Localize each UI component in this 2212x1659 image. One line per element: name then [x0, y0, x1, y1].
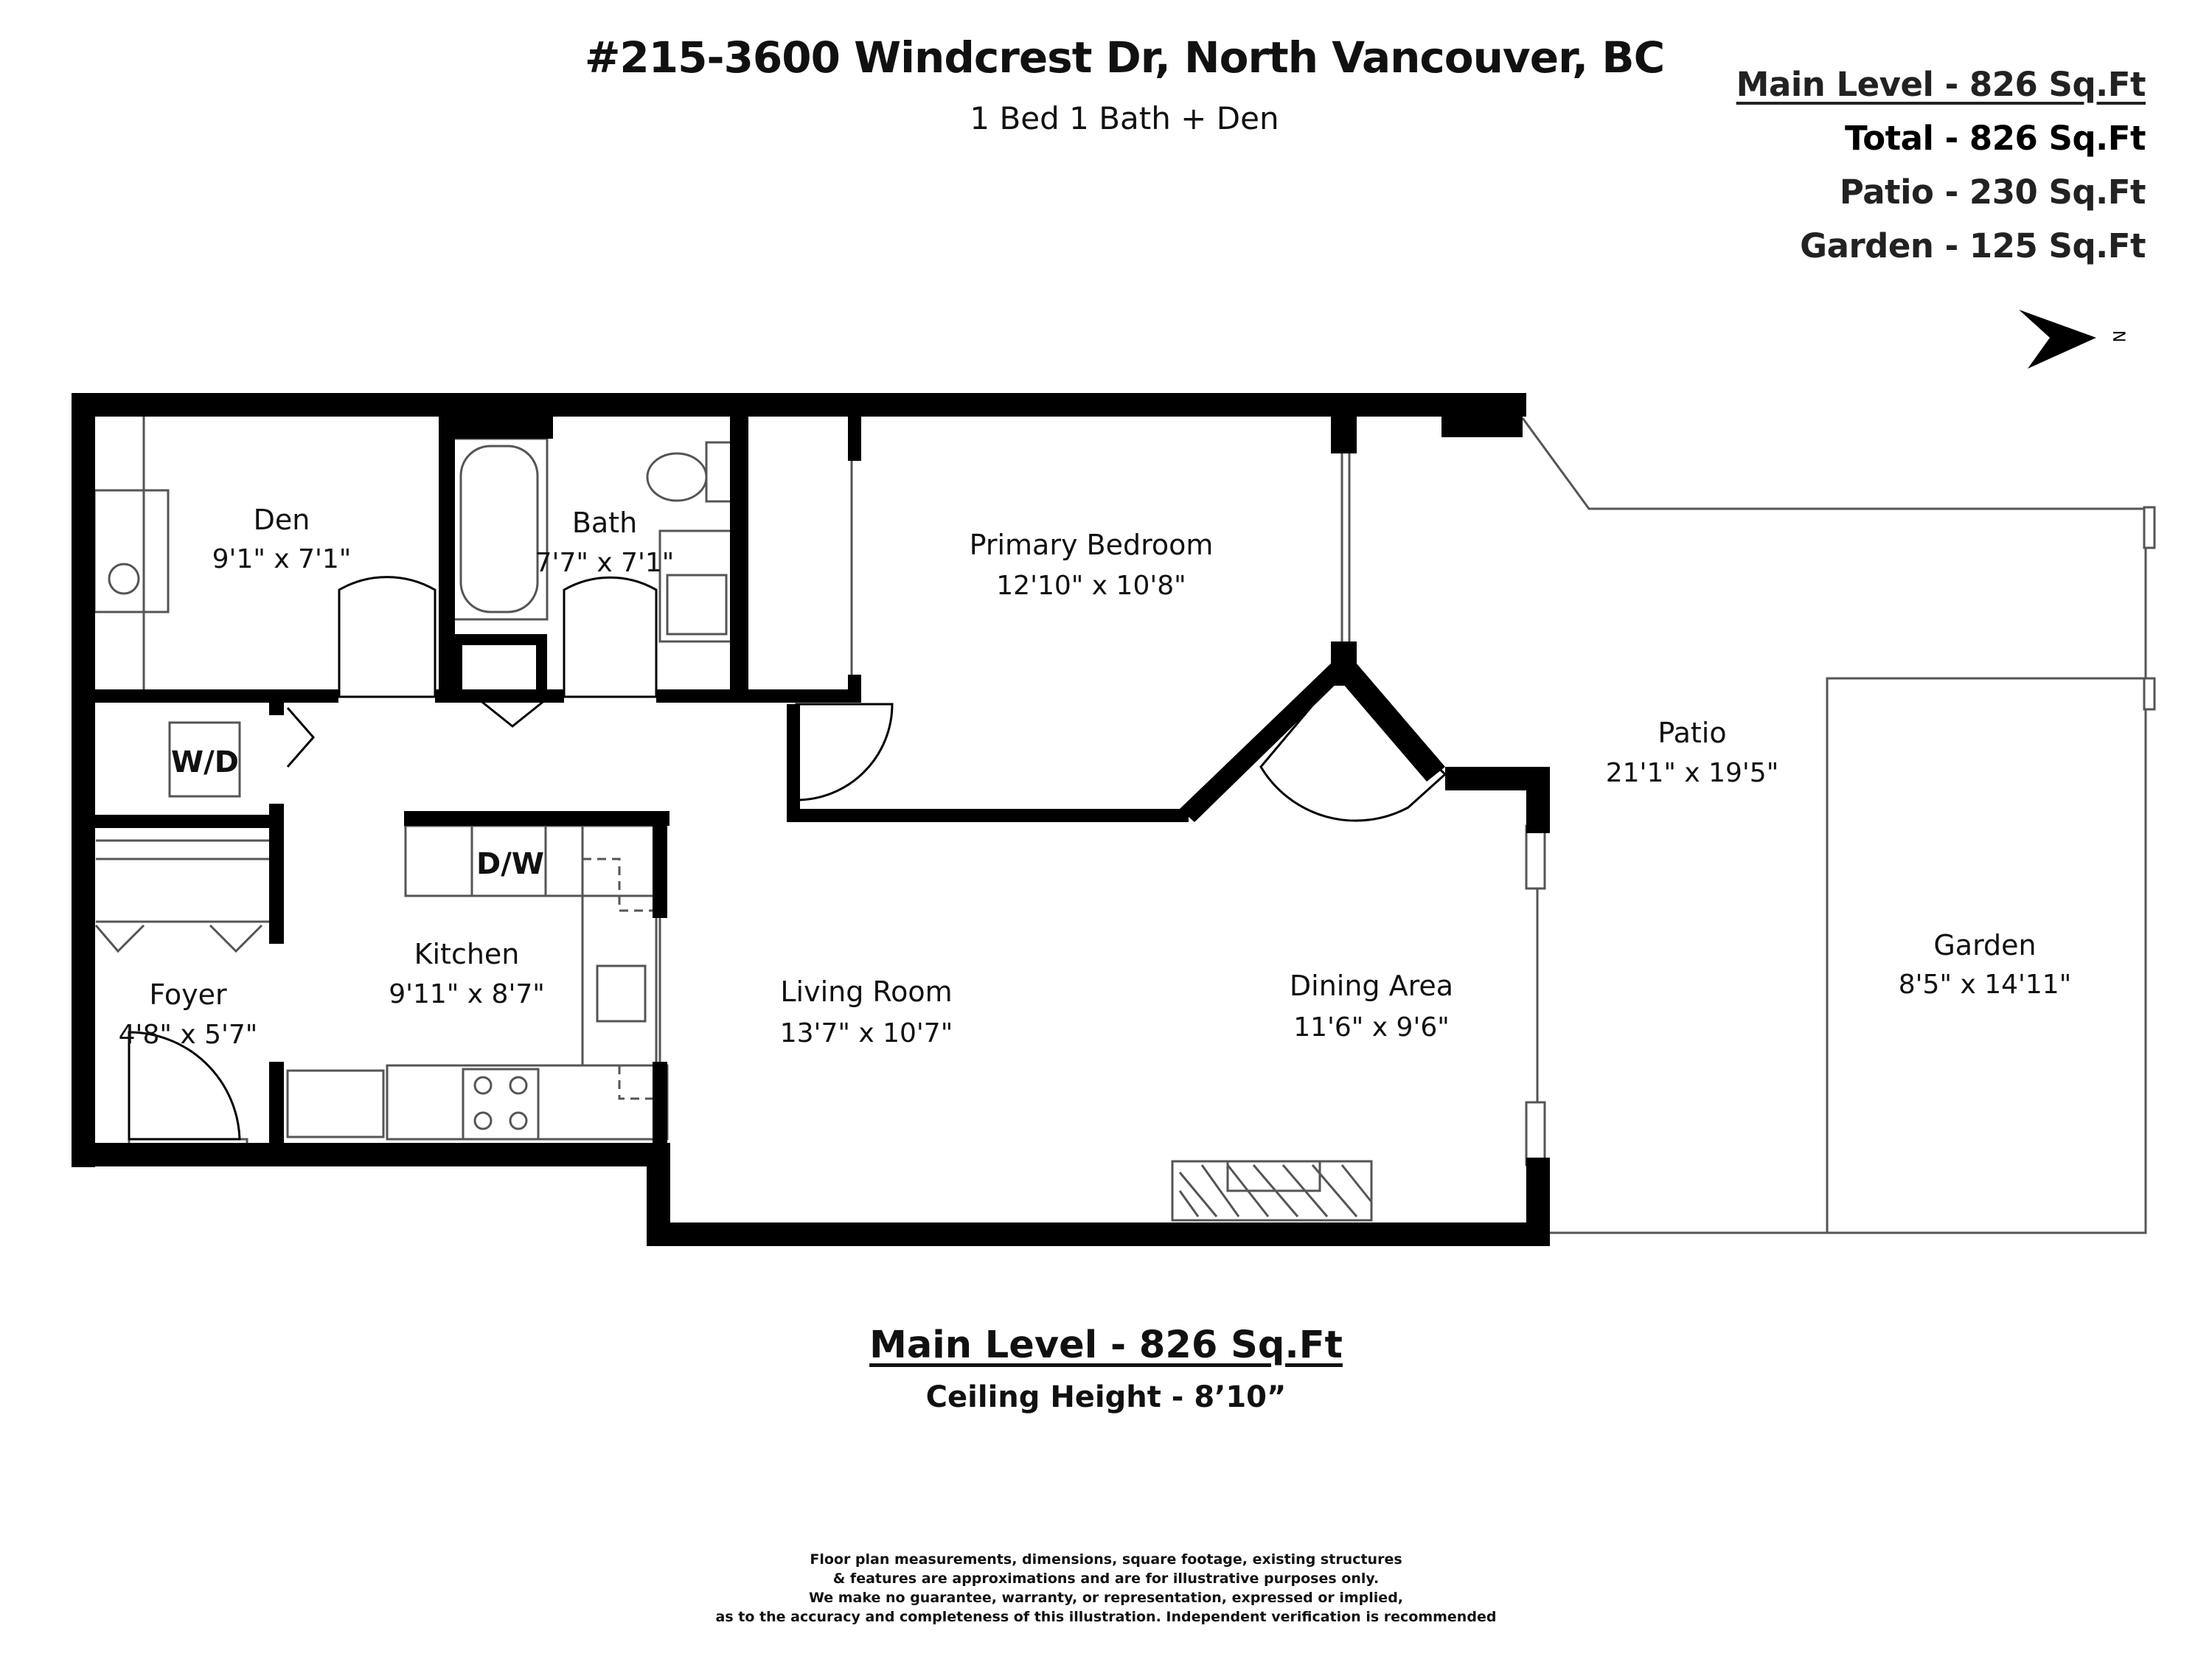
- area-total: Total - 826 Sq.Ft: [1844, 119, 2146, 158]
- room-bedroom-name: Primary Bedroom: [970, 529, 1214, 561]
- closet-door[interactable]: [475, 695, 550, 728]
- north-label: N: [2109, 330, 2127, 342]
- area-summary: Main Level - 826 Sq.Ft Total - 826 Sq.Ft…: [1736, 58, 2146, 273]
- disclaimer-line: as to the accuracy and completeness of t…: [715, 1609, 1497, 1625]
- den-door[interactable]: [338, 576, 437, 698]
- toilet-icon: [646, 452, 708, 502]
- laundry-door[interactable]: [286, 707, 315, 768]
- room-patio-dims: 21'1" x 19'5": [1606, 758, 1779, 788]
- area-main-level: Main Level - 826 Sq.Ft: [1736, 65, 2146, 104]
- room-dining-name: Dining Area: [1290, 970, 1453, 1002]
- disclaimer-line: We make no guarantee, warranty, or repre…: [808, 1590, 1404, 1606]
- kitchen-sink-icon: [596, 964, 647, 1023]
- room-garden-dims: 8'5" x 14'11": [1899, 970, 2072, 1000]
- area-patio: Patio - 230 Sq.Ft: [1839, 173, 2146, 212]
- address-title: #215-3600 Windcrest Dr, North Vancouver,…: [584, 32, 1665, 83]
- room-bedroom-dims: 12'10" x 10'8": [996, 571, 1186, 601]
- bath-sink-icon: [666, 574, 728, 636]
- disclaimer-line: Floor plan measurements, dimensions, squ…: [810, 1551, 1402, 1568]
- den-sink-icon: [108, 563, 140, 595]
- garden-outline: [1826, 677, 2147, 1234]
- footer-ceiling-height: Ceiling Height - 8’10”: [925, 1380, 1287, 1414]
- bath-door[interactable]: [563, 576, 658, 698]
- dishwasher-label: D/W: [476, 847, 544, 881]
- room-bath-dims: 7'7" x 7'1": [535, 548, 675, 578]
- area-garden: Garden - 125 Sq.Ft: [1800, 226, 2146, 265]
- room-bath-name: Bath: [572, 507, 637, 539]
- room-kitchen-name: Kitchen: [414, 938, 520, 970]
- disclaimer: Floor plan measurements, dimensions, squ…: [664, 1550, 1548, 1627]
- washer-dryer-label: W/D: [171, 745, 239, 779]
- unit-subtitle: 1 Bed 1 Bath + Den: [970, 100, 1279, 136]
- room-patio-name: Patio: [1658, 717, 1726, 749]
- patio-outline: [1521, 417, 2156, 1234]
- den-cabinet: [93, 489, 170, 613]
- room-dining-dims: 11'6" x 9'6": [1293, 1012, 1450, 1043]
- washer-dryer-unit: [168, 721, 241, 798]
- doors: [128, 576, 1447, 1141]
- room-living-dims: 13'7" x 10'7": [780, 1018, 953, 1048]
- entry-door[interactable]: [128, 1031, 241, 1141]
- north-arrow-icon: N: [2019, 310, 2127, 369]
- walls: [72, 393, 1550, 1246]
- stove-icon: [462, 1068, 540, 1141]
- bathtub-icon: [459, 445, 539, 613]
- dining-bedroom-door[interactable]: [1259, 672, 1447, 822]
- room-garden-name: Garden: [1933, 929, 2036, 961]
- disclaimer-line: & features are approximations and are fo…: [832, 1571, 1380, 1587]
- room-den-name: Den: [254, 504, 310, 536]
- footer-main-level: Main Level - 826 Sq.Ft: [869, 1324, 1343, 1367]
- room-living-name: Living Room: [780, 975, 952, 1008]
- room-foyer-name: Foyer: [149, 978, 227, 1011]
- room-foyer-dims: 4'8" x 5'7": [119, 1020, 258, 1050]
- room-den-dims: 9'1" x 7'1": [212, 544, 352, 574]
- room-kitchen-dims: 9'11" x 8'7": [389, 979, 545, 1009]
- bedroom-door[interactable]: [795, 703, 894, 801]
